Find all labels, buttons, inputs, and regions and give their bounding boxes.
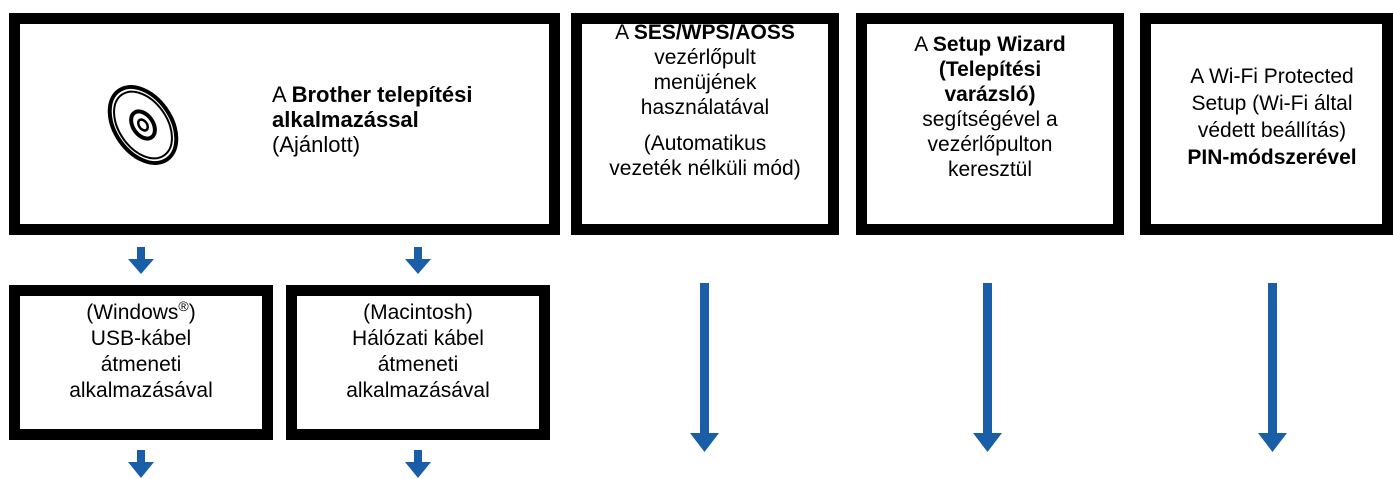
ses-wps-aoss-box bbox=[571, 13, 839, 235]
ses-prefix: A bbox=[615, 21, 634, 44]
setup-wizard-box bbox=[856, 13, 1124, 235]
brother-bold-2: alkalmazással bbox=[272, 107, 419, 132]
setup-wizard-label: A Setup Wizard (Telepítési varázsló) seg… bbox=[867, 32, 1113, 182]
mac-line-2: Hálózati kábel bbox=[352, 327, 484, 350]
ses-bold: SES/WPS/AOSS bbox=[633, 21, 795, 44]
ses-wps-aoss-label: A SES/WPS/AOSS vezérlőpult menüjének has… bbox=[582, 20, 828, 181]
brother-installer-label: A Brother telepítési alkalmazással (Aján… bbox=[272, 82, 542, 157]
wps-pin-bold: PIN-módszerével bbox=[1187, 146, 1357, 169]
mac-network-label: (Macintosh) Hálózati kábel átmeneti alka… bbox=[297, 300, 539, 404]
ses-line-4: használatával bbox=[640, 96, 770, 119]
windows-line-1-end: ) bbox=[188, 301, 196, 324]
brother-prefix: A bbox=[272, 82, 292, 107]
wizard-prefix: A bbox=[914, 33, 933, 56]
brother-installer-box bbox=[9, 13, 560, 235]
wizard-line-5: vezérlőpulton bbox=[927, 133, 1053, 156]
cd-disc-icon bbox=[107, 85, 179, 165]
wizard-line-4: segítségével a bbox=[922, 108, 1058, 131]
wps-pin-label: A Wi-Fi Protected Setup (Wi-Fi által véd… bbox=[1151, 63, 1393, 171]
wizard-line-6: keresztül bbox=[947, 158, 1033, 181]
windows-line-2: USB-kábel bbox=[90, 327, 192, 350]
brother-bold-1: Brother telepítési bbox=[291, 82, 473, 107]
arrow-down-long-wps-pin bbox=[1258, 283, 1287, 452]
arrow-down-to-mac bbox=[405, 247, 431, 274]
wizard-bold-1: Setup Wizard bbox=[932, 33, 1066, 56]
windows-line-4: alkalmazásával bbox=[69, 379, 213, 402]
arrow-down-to-windows bbox=[128, 247, 154, 274]
mac-line-1: (Macintosh) bbox=[363, 301, 473, 324]
ses-line-2: vezérlőpult bbox=[654, 46, 756, 69]
arrow-down-long-ses bbox=[690, 283, 719, 452]
ses-note-1: (Automatikus bbox=[643, 132, 767, 155]
wizard-bold-3: varázsló) bbox=[944, 83, 1036, 106]
brother-note: (Ajánlott) bbox=[272, 132, 361, 157]
mac-line-4: alkalmazásával bbox=[346, 379, 490, 402]
arrow-down-from-mac bbox=[405, 450, 431, 478]
wps-pin-line-3: védett beállítás) bbox=[1197, 119, 1347, 142]
ses-note-2: vezeték nélküli mód) bbox=[609, 157, 801, 180]
arrow-down-long-wizard bbox=[973, 283, 1002, 452]
wps-pin-line-1: A Wi-Fi Protected bbox=[1190, 65, 1354, 88]
wps-pin-line-2: Setup (Wi-Fi által bbox=[1191, 92, 1353, 115]
windows-line-1: (Windows bbox=[86, 301, 179, 324]
registered-mark: ® bbox=[178, 298, 189, 314]
windows-usb-box bbox=[9, 285, 273, 440]
ses-line-3: menüjének bbox=[653, 71, 757, 94]
windows-line-3: átmeneti bbox=[100, 353, 182, 376]
wps-pin-box bbox=[1140, 13, 1393, 235]
wizard-bold-2: (Telepítési bbox=[938, 58, 1042, 81]
mac-network-box bbox=[286, 285, 550, 440]
windows-usb-label: (Windows®) USB-kábel átmeneti alkalmazás… bbox=[20, 298, 262, 404]
arrow-down-from-windows bbox=[128, 450, 154, 478]
mac-line-3: átmeneti bbox=[377, 353, 459, 376]
